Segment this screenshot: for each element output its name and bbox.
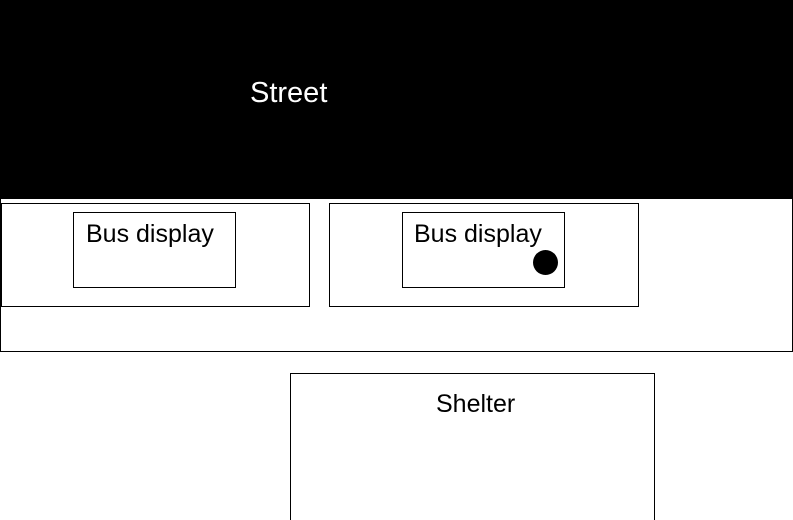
street-label: Street — [250, 77, 328, 109]
bus-display-right-label: Bus display — [414, 220, 542, 248]
bus-display-right — [402, 212, 565, 288]
location-marker-dot — [533, 250, 558, 275]
shelter-box — [290, 373, 655, 520]
street-area — [0, 0, 793, 199]
bus-display-left-label: Bus display — [86, 220, 214, 248]
bus-display-left — [73, 212, 236, 288]
shelter-label: Shelter — [436, 390, 516, 418]
